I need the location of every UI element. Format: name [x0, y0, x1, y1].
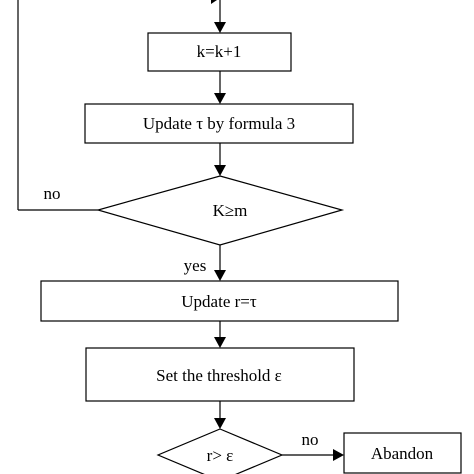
- update-tau-box: [84, 103, 354, 144]
- update-tau-label: Update τ by formula 3: [143, 114, 295, 133]
- decision-k-yes-label: yes: [184, 256, 207, 275]
- decision-r-diamond: [156, 428, 284, 474]
- arrowhead-into-increment: [214, 22, 226, 33]
- decision-k-label: K≥m: [213, 201, 248, 220]
- decision-r-no-label: no: [302, 430, 319, 449]
- arrowhead-into-update-tau: [214, 93, 226, 104]
- decision-k-no-label: no: [44, 184, 61, 203]
- abandon-label: Abandon: [371, 444, 434, 463]
- update-r-label: Update r=τ: [181, 292, 257, 311]
- set-threshold-label: Set the threshold ε: [156, 366, 282, 385]
- loop-top-arrowhead: [211, 0, 217, 4]
- arrowhead-into-decision-r: [214, 418, 226, 429]
- increment-label: k=k+1: [197, 42, 242, 61]
- arrowhead-into-update-r: [214, 270, 226, 281]
- abandon-box: [343, 432, 462, 474]
- arrowhead-into-threshold: [214, 337, 226, 348]
- decision-r-label: r> ε: [207, 446, 234, 465]
- update-r-box: [40, 280, 399, 322]
- arrowhead-into-decision-k: [214, 165, 226, 176]
- arrowhead-into-abandon: [333, 449, 344, 461]
